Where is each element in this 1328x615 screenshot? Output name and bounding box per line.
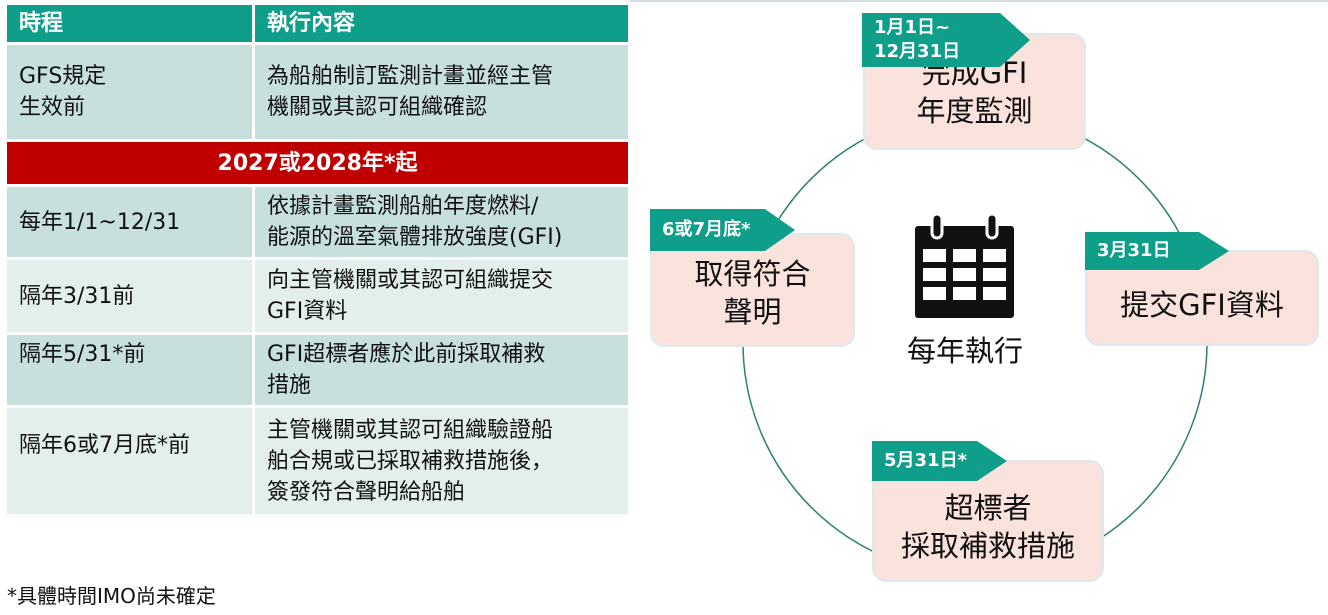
row-content: 為船舶制訂監測計畫並經主管 機關或其認可組織確認 (252, 45, 628, 139)
row-content: 依據計畫監測船舶年度燃料/ 能源的溫室氣體排放強度(GFI) (252, 187, 628, 257)
table-row: 隔年6或7月底*前 主管機關或其認可組織驗證船 舶合規或已採取補救措施後， 簽發… (7, 408, 628, 514)
top-divider (630, 0, 1328, 2)
step-tag-statement: 6或7月底* (650, 209, 795, 251)
row-timing: 隔年6或7月底*前 (19, 433, 190, 458)
schedule-table: 時程 執行內容 GFS規定 生效前 為船舶制訂監測計畫並經主管 機關或其認可組織… (7, 5, 628, 514)
row-timing: 每年1/1~12/31 (19, 209, 181, 235)
table-row: 隔年3/31前 向主管機關或其認可組織提交 GFI資料 (7, 260, 628, 335)
row-timing: 隔年3/31前 (19, 283, 135, 309)
row-content: 主管機關或其認可組織驗證船 舶合規或已採取補救措施後， 簽發符合聲明給船舶 (252, 408, 628, 514)
header-timing: 時程 (19, 11, 64, 36)
header-content: 執行內容 (252, 5, 628, 42)
row-timing: 隔年5/31*前 (19, 342, 146, 367)
table-row: GFS規定 生效前 為船舶制訂監測計畫並經主管 機關或其認可組織確認 (7, 45, 628, 142)
row-timing: GFS規定 生效前 (19, 64, 107, 120)
step-tag-remedy: 5月31日* (872, 441, 1007, 481)
row-content: GFI超標者應於此前採取補救 措施 (252, 335, 628, 405)
period-banner: 2027或2028年*起 (7, 142, 628, 187)
footnote: *具體時間IMO尚未確定 (7, 584, 216, 608)
row-content: 向主管機關或其認可組織提交 GFI資料 (252, 260, 628, 332)
center-label: 每年執行 (906, 334, 1023, 368)
step-box-statement: 取得符合 聲明 (650, 233, 855, 347)
table-row: 每年1/1~12/31 依據計畫監測船舶年度燃料/ 能源的溫室氣體排放強度(GF… (7, 187, 628, 260)
calendar-icon (915, 212, 1014, 318)
table-row: 隔年5/31*前 GFI超標者應於此前採取補救 措施 (7, 335, 628, 408)
table-header: 時程 執行內容 (7, 5, 628, 45)
step-tag-monitor: 1月1日~ 12月31日 (862, 13, 1030, 67)
step-tag-submit: 3月31日 (1085, 232, 1229, 270)
